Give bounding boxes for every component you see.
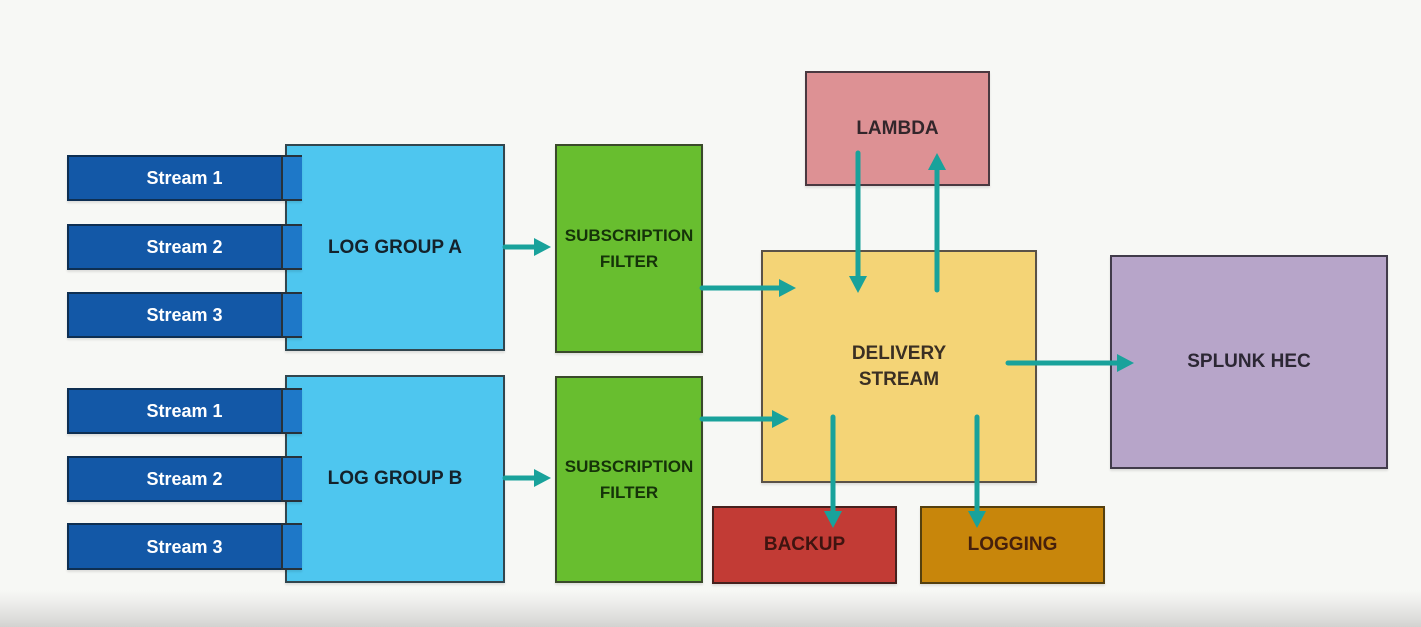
subscription-filter-2-line1: SUBSCRIPTION <box>564 456 694 476</box>
subscription-filter-1-line1: SUBSCRIPTION <box>564 225 694 245</box>
stream-b1-node: Stream 1 <box>67 388 302 434</box>
slide-bottom-edge <box>0 590 1421 627</box>
stream-a2-label: Stream 2 <box>146 237 223 257</box>
stream-a3-label: Stream 3 <box>146 305 223 325</box>
lambda-label: LAMBDA <box>856 117 939 139</box>
stream-overlap-tab <box>281 224 302 270</box>
delivery-stream-line2: STREAM <box>858 368 940 390</box>
stream-b2-label: Stream 2 <box>146 469 223 489</box>
subscription-filter-2-line2: FILTER <box>599 482 659 502</box>
log-group-a-node: LOG GROUP A <box>285 144 505 351</box>
stream-overlap-tab <box>281 155 302 201</box>
arrow-loggroupa-to-filter1 <box>502 238 551 256</box>
splunk-hec-node: SPLUNK HEC <box>1110 255 1388 469</box>
stream-a1-label: Stream 1 <box>146 168 223 188</box>
stream-a3-node: Stream 3 <box>67 292 302 338</box>
stream-overlap-tab <box>281 292 302 338</box>
log-group-b-label: LOG GROUP B <box>327 468 463 489</box>
backup-node: BACKUP <box>712 506 897 584</box>
log-group-b-node: LOG GROUP B <box>285 375 505 583</box>
splunk-hec-label: SPLUNK HEC <box>1187 351 1311 372</box>
log-group-a-label: LOG GROUP A <box>327 236 463 258</box>
stream-overlap-tab <box>281 388 302 434</box>
logging-node: LOGGING <box>920 506 1105 584</box>
stream-b3-label: Stream 3 <box>146 536 223 557</box>
stream-b3-node: Stream 3 <box>67 523 302 570</box>
delivery-stream-line1: DELIVERY <box>851 342 947 364</box>
subscription-filter-2-node: SUBSCRIPTION FILTER <box>555 376 703 583</box>
lambda-node: LAMBDA <box>805 71 990 186</box>
stream-b2-node: Stream 2 <box>67 456 302 502</box>
stream-a1-node: Stream 1 <box>67 155 302 201</box>
stream-overlap-tab <box>281 456 302 502</box>
subscription-filter-1-line2: FILTER <box>599 251 659 271</box>
subscription-filter-1-node: SUBSCRIPTION FILTER <box>555 144 703 353</box>
backup-label: BACKUP <box>763 534 846 555</box>
arrow-loggroupb-to-filter2 <box>502 469 551 487</box>
stream-a2-node: Stream 2 <box>67 224 302 270</box>
stream-overlap-tab <box>281 523 302 570</box>
delivery-stream-node: DELIVERY STREAM <box>761 250 1037 483</box>
stream-b1-label: Stream 1 <box>146 401 223 421</box>
logging-label: LOGGING <box>967 534 1058 555</box>
